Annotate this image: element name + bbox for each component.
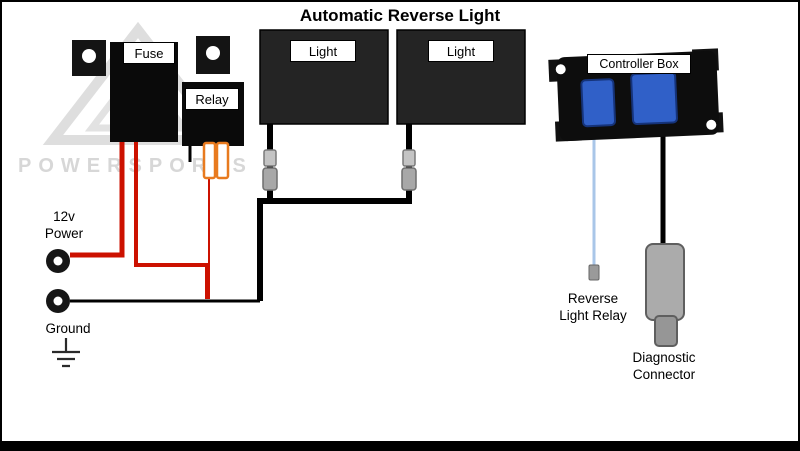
light-right-label: Light (428, 40, 494, 62)
footer-bar (2, 441, 798, 449)
reverse-relay-wire-tip (588, 264, 600, 281)
ground-symbol-icon (52, 338, 80, 368)
light-bus-wire (257, 198, 412, 301)
relay-connector-orange (202, 141, 230, 180)
controller-socket-right (630, 71, 678, 126)
reverse-light-relay-label: Reverse Light Relay (559, 291, 627, 324)
power-label: 12v Power (44, 209, 84, 242)
controller-mount-hole-br (706, 119, 717, 130)
relay-label: Relay (185, 88, 239, 110)
light-right-bullet-connector (401, 149, 417, 191)
light-left-bullet-connector (262, 149, 278, 191)
fuse-label: Fuse (123, 42, 175, 64)
power-wire-red (70, 134, 125, 258)
light-left-label: Light (290, 40, 356, 62)
ground-label: Ground (45, 321, 91, 336)
controller-mount-hole-tl (555, 64, 566, 75)
controller-socket-left (580, 78, 617, 128)
fuse-relay-wire-red (134, 134, 209, 299)
controller-box-label: Controller Box (587, 54, 691, 74)
ground-ring-terminal (46, 289, 70, 313)
relay-mount-hole (206, 46, 220, 60)
diagnostic-connector (645, 243, 685, 347)
power-ring-terminal (46, 249, 70, 273)
diagnostic-connector-label: Diagnostic Connector (632, 350, 696, 383)
fuse-mount-hole (82, 49, 96, 63)
diagram-title: Automatic Reverse Light (299, 6, 501, 25)
light-left-body (259, 29, 389, 125)
